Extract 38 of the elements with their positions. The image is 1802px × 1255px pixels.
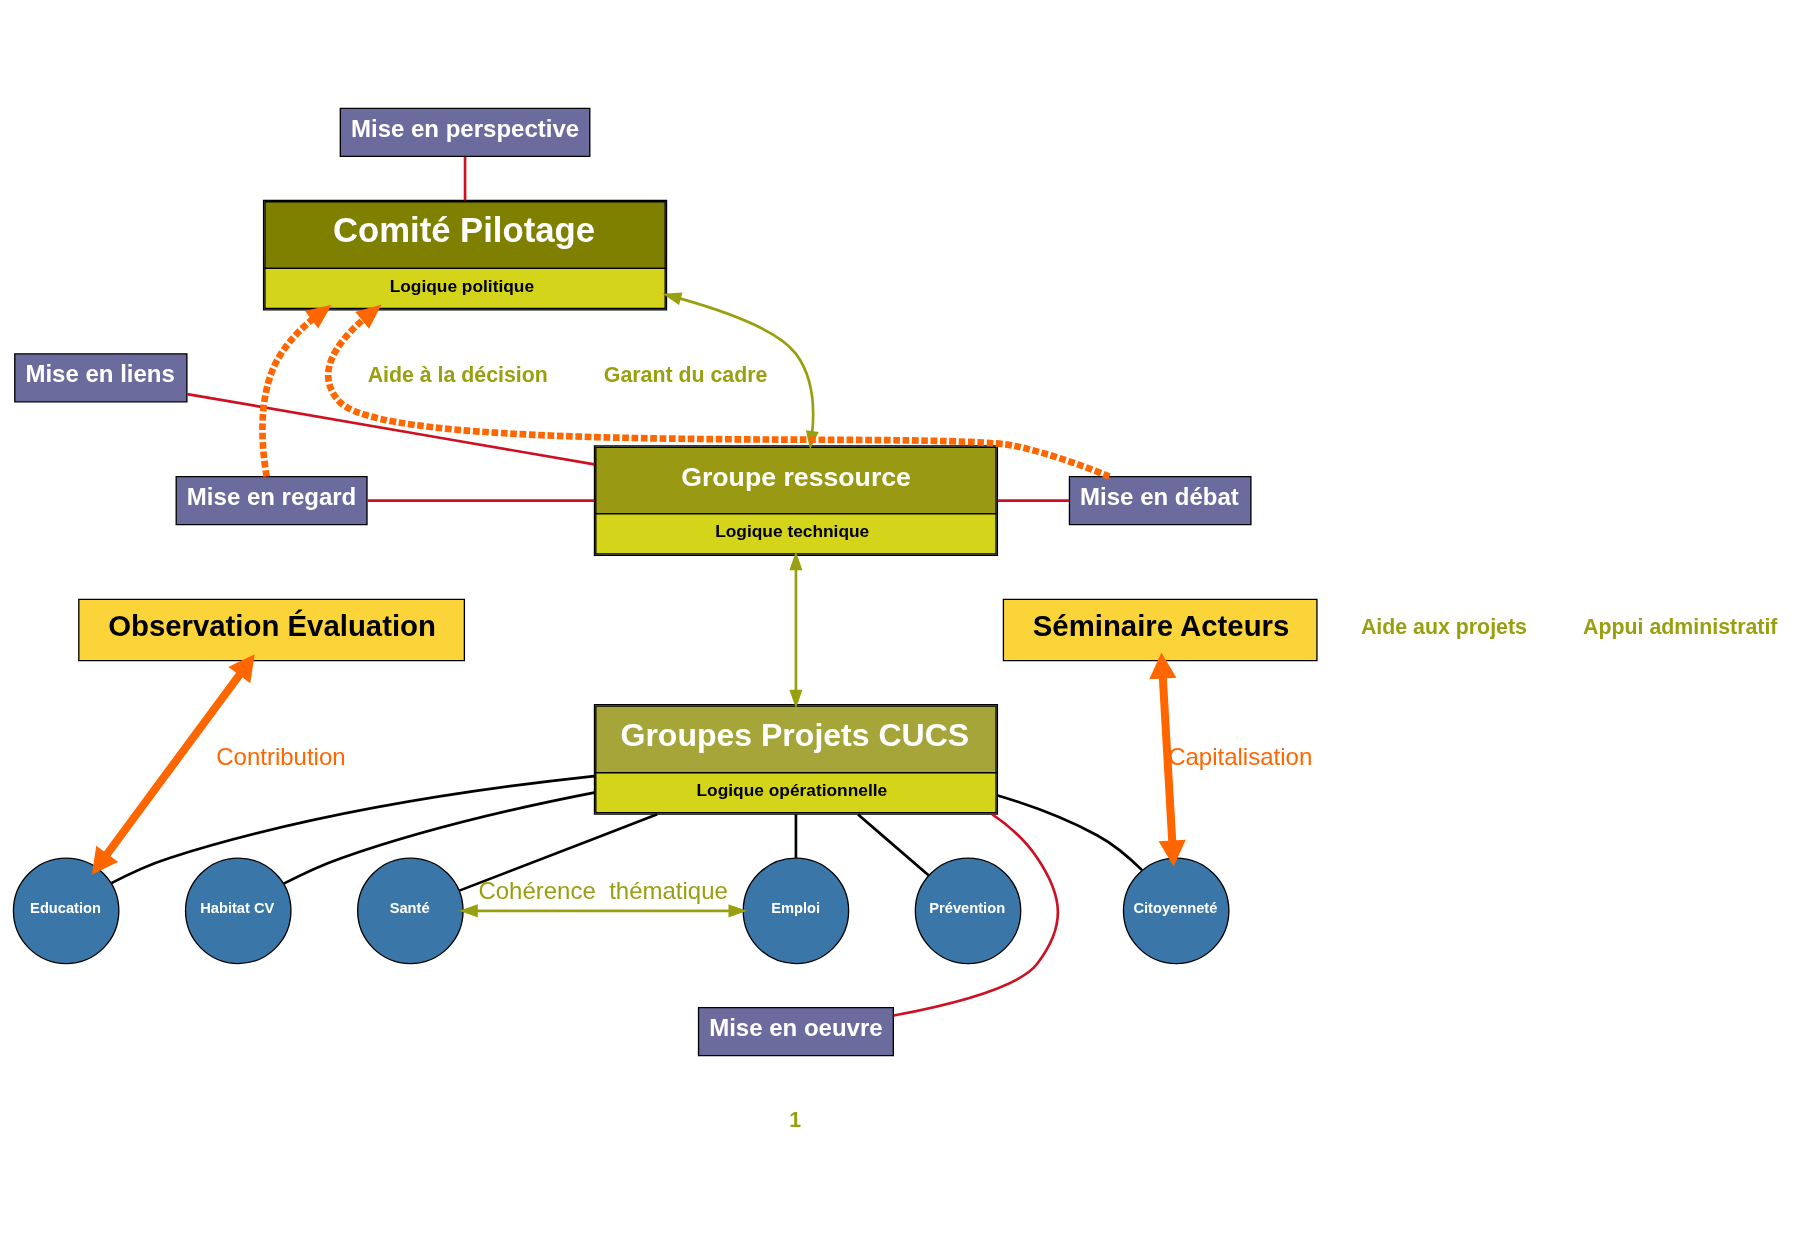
node-circle: Prévention: [914, 857, 1022, 964]
edge-label: Contribution: [216, 742, 346, 770]
node-box: Séminaire Acteurs: [1002, 598, 1318, 661]
connector: [857, 812, 930, 876]
node-box: Observation Évaluation: [78, 598, 466, 661]
connector: [463, 156, 467, 200]
connector: [110, 774, 595, 884]
node-box: Mise en regard: [175, 475, 368, 525]
connector: [367, 498, 595, 502]
connector: [893, 812, 1060, 1017]
edge-label: Capitalisation: [1168, 742, 1313, 770]
node-box: Mise en oeuvre: [697, 1006, 894, 1056]
node-circle: Citoyenneté: [1122, 857, 1230, 964]
label: Aide aux projets: [1360, 614, 1527, 639]
node-box: Mise en liens: [14, 352, 188, 403]
arrow: [325, 304, 1111, 480]
label: Appui administratif: [1583, 614, 1778, 639]
label: Garant du cadre: [603, 362, 768, 387]
arrow: [459, 903, 748, 917]
connector: [794, 813, 798, 858]
connector: [186, 392, 595, 466]
arrow: [1149, 652, 1186, 866]
node-circle: Emploi: [742, 857, 850, 964]
arrow: [789, 551, 803, 708]
arrow: [259, 304, 332, 477]
node-circle: Education: [12, 857, 120, 964]
node-box: Mise en perspective: [339, 107, 591, 157]
connector: [458, 812, 658, 892]
edge-label: Cohérence thématique: [478, 876, 728, 904]
label: 1: [789, 1107, 802, 1132]
arrow: [91, 653, 255, 875]
label: Aide à la décision: [367, 362, 548, 387]
node-circle: Santé: [357, 857, 464, 964]
connector: [283, 790, 595, 885]
node-circle: Habitat CV: [184, 857, 292, 964]
connector: [997, 793, 1143, 871]
node-box: Mise en débat: [1068, 475, 1252, 525]
connector: [997, 498, 1070, 502]
